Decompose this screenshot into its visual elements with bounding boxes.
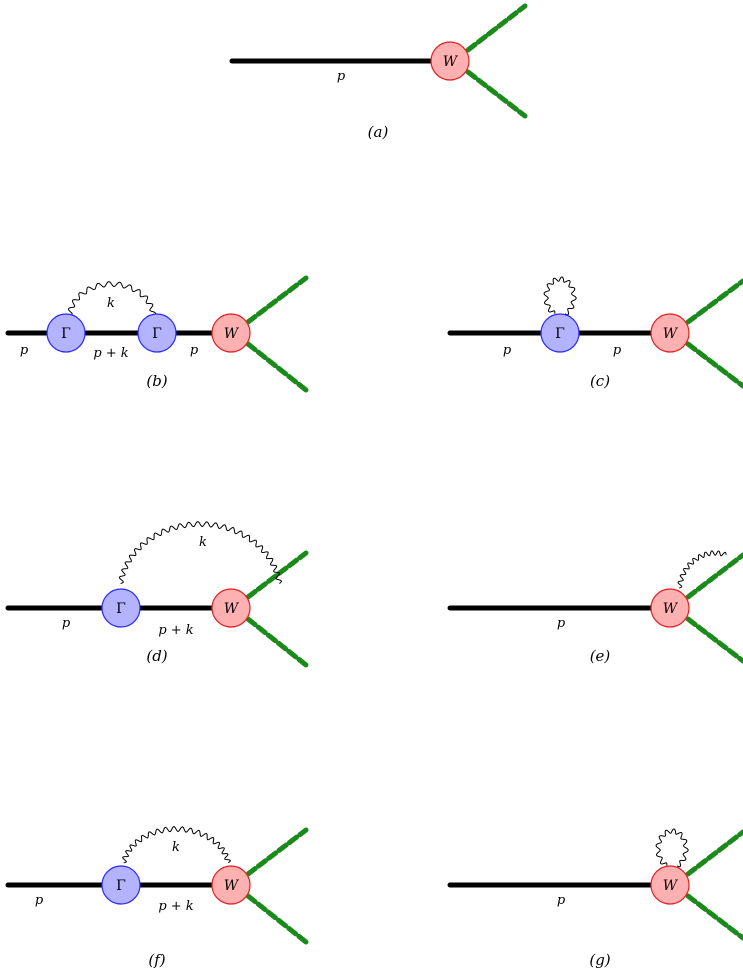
photon-line-k	[118, 521, 282, 584]
photon-loop-tadpole	[543, 276, 577, 316]
caption-b: (b)	[146, 372, 167, 390]
momentum-label-p: p	[62, 616, 71, 631]
momentum-label-p-left: p	[503, 343, 512, 358]
diagram-d: Γ W k p p + k (d)	[5, 521, 309, 668]
caption-e: (e)	[590, 647, 611, 665]
scalar-line-lower	[685, 341, 743, 389]
momentum-label-p: p	[557, 893, 566, 908]
scalar-line-upper	[245, 827, 309, 877]
momentum-label-p: p	[337, 69, 346, 84]
scalar-line-lower	[685, 893, 743, 941]
gamma-vertex-right	[137, 313, 177, 353]
scalar-line-upper	[245, 275, 309, 325]
momentum-label-p-plus-k: p + k	[158, 899, 193, 914]
w-vertex-label: W	[663, 326, 679, 342]
scalar-line-upper	[685, 278, 743, 325]
w-vertex	[211, 588, 251, 628]
w-vertex-label: W	[663, 878, 679, 894]
w-vertex-label: W	[224, 878, 240, 894]
gamma-vertex-label: Γ	[116, 601, 126, 617]
scalar-line-lower	[245, 616, 309, 668]
w-vertex-label: W	[443, 54, 459, 70]
w-vertex	[650, 865, 690, 905]
photon-loop-tadpole	[655, 828, 689, 868]
gamma-vertex	[101, 588, 141, 628]
w-vertex	[211, 865, 251, 905]
w-vertex-label: W	[663, 601, 679, 617]
scalar-line-upper	[465, 3, 528, 53]
w-vertex	[650, 313, 690, 353]
momentum-label-k: k	[172, 840, 180, 855]
diagram-b: Γ Γ W k p p + k p (b)	[5, 275, 309, 393]
gamma-vertex	[101, 865, 141, 905]
diagram-f: Γ W k p p + k (f)	[5, 826, 309, 969]
w-vertex-label: W	[224, 601, 240, 617]
momentum-label-p-plus-k: p + k	[158, 623, 193, 638]
photon-line-k	[677, 550, 727, 589]
w-vertex	[430, 41, 470, 81]
gamma-vertex-label: Γ	[555, 326, 565, 342]
momentum-label-p: p	[557, 616, 566, 631]
diagram-e: W p (e)	[447, 550, 743, 665]
momentum-label-p-right: p	[613, 343, 622, 358]
gamma-vertex-left	[46, 313, 86, 353]
momentum-label-p-right: p	[190, 343, 199, 358]
w-vertex	[211, 313, 251, 353]
scalar-line-upper	[685, 552, 743, 600]
w-vertex	[650, 588, 690, 628]
scalar-line-lower	[685, 616, 743, 664]
w-vertex-label: W	[224, 326, 240, 342]
gamma-vertex-left-label: Γ	[61, 326, 71, 342]
momentum-label-p-plus-k: p + k	[93, 346, 128, 361]
scalar-line-lower	[245, 341, 309, 393]
diagram-a: W p (a)	[229, 3, 528, 141]
scalar-line-upper	[245, 550, 309, 600]
photon-line-k	[122, 826, 231, 864]
momentum-label-p: p	[35, 893, 44, 908]
caption-c: (c)	[590, 372, 610, 390]
gamma-vertex	[540, 313, 580, 353]
scalar-line-lower	[465, 69, 528, 119]
caption-a: (a)	[368, 123, 389, 141]
scalar-line-lower	[245, 893, 309, 945]
caption-d: (d)	[146, 647, 167, 665]
caption-g: (g)	[589, 951, 610, 969]
gamma-vertex-right-label: Γ	[152, 326, 162, 342]
gamma-vertex-label: Γ	[116, 878, 126, 894]
momentum-label-k: k	[107, 296, 115, 311]
diagram-g: W p (g)	[447, 828, 743, 969]
scalar-line-upper	[685, 829, 743, 877]
photon-line-k	[67, 281, 157, 317]
momentum-label-k: k	[199, 535, 207, 550]
diagram-c: Γ W p p (c)	[447, 276, 743, 390]
momentum-label-p-left: p	[20, 343, 29, 358]
caption-f: (f)	[148, 951, 165, 969]
